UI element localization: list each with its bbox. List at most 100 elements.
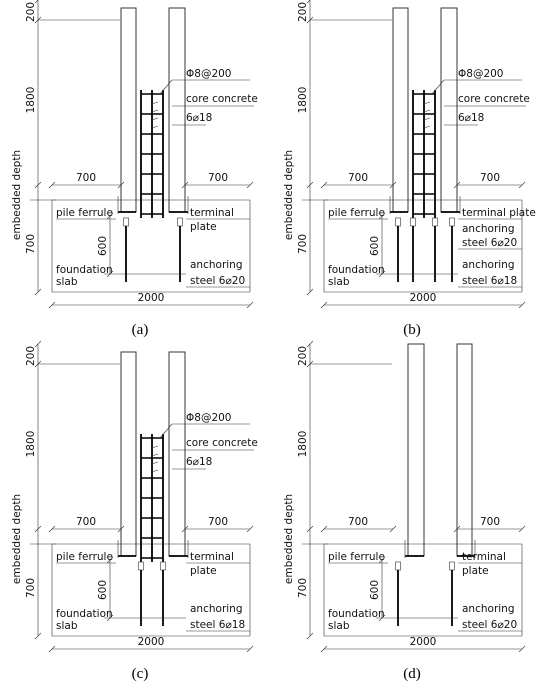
dimension-tick <box>181 181 189 189</box>
dimension-700-depth: 700 <box>25 234 37 254</box>
core-concrete-label: core concrete <box>186 437 258 449</box>
terminal-label: terminal <box>190 551 234 563</box>
dimension-tick <box>389 181 397 189</box>
dimension-tick <box>48 525 56 533</box>
pile-ferrule-label: pile ferrule <box>328 207 385 219</box>
dimension-tick <box>34 340 42 348</box>
anchoring-label-2a: anchoring <box>462 259 515 271</box>
dimension-2000: 2000 <box>410 292 437 304</box>
terminal-label: terminal <box>462 551 506 563</box>
dimension-1800: 1800 <box>25 431 37 458</box>
dimension-tick <box>518 645 526 653</box>
pile-wall-left <box>120 7 137 213</box>
stirrup-label: Φ8@200 <box>186 412 232 424</box>
dimension-tick <box>48 645 56 653</box>
tie-hook <box>151 117 159 121</box>
dimension-600: 600 <box>369 580 381 600</box>
pile-ferrule-label: pile ferrule <box>56 207 113 219</box>
dimension-700-right: 700 <box>208 516 228 528</box>
dimension-700-left: 700 <box>76 172 96 184</box>
foundation-label: foundation <box>328 264 385 276</box>
dimension-tick <box>378 556 386 564</box>
dimension-tick <box>246 181 254 189</box>
dimension-tick <box>306 288 314 296</box>
pile-wall-right <box>168 351 186 557</box>
dimension-1800: 1800 <box>25 87 37 114</box>
dimension-600: 600 <box>97 236 109 256</box>
tie-hook <box>151 469 159 473</box>
anchor-cap <box>177 217 183 227</box>
dimension-700-left: 700 <box>76 516 96 528</box>
dimension-tick <box>48 301 56 309</box>
tie-hook <box>423 125 431 129</box>
dimension-tick <box>246 645 254 653</box>
leader-stirrup-tip <box>159 79 173 95</box>
dimension-tick <box>320 525 328 533</box>
anchor-cap <box>395 217 401 227</box>
dimension-tick <box>320 181 328 189</box>
caption-c: (c) <box>132 666 149 682</box>
embedded-depth-label: embedded depth <box>283 494 295 584</box>
dimension-2000: 2000 <box>138 292 165 304</box>
pile-wall-left <box>407 343 425 557</box>
dimension-700-left: 700 <box>348 516 368 528</box>
anchoring-steel-label: steel 6⌀20 <box>190 275 245 287</box>
dimension-tick <box>34 181 42 189</box>
caption-d: (d) <box>403 666 421 682</box>
foundation-label: foundation <box>328 608 385 620</box>
dimension-700-depth: 700 <box>297 234 309 254</box>
dimension-tick <box>320 645 328 653</box>
longitudinal-bars-label: 6⌀18 <box>458 112 484 124</box>
anchoring-label: anchoring <box>190 259 243 271</box>
dimension-tick <box>48 181 56 189</box>
anchoring-label-1a: anchoring <box>462 223 515 235</box>
anchor-cap <box>138 561 144 571</box>
dimension-tick <box>117 181 125 189</box>
dimension-200: 200 <box>297 346 309 366</box>
dimension-2000: 2000 <box>410 636 437 648</box>
slab-label: slab <box>328 620 350 632</box>
terminal-label: terminal <box>190 207 234 219</box>
dimension-tick <box>34 0 39 4</box>
dimension-700-left: 700 <box>348 172 368 184</box>
longitudinal-bars-label: 6⌀18 <box>186 456 212 468</box>
slab-label: slab <box>328 276 350 288</box>
dimension-tick <box>34 525 42 533</box>
tie-hook <box>423 101 431 105</box>
dimension-tick <box>453 181 461 189</box>
slab-label: slab <box>56 276 78 288</box>
dimension-tick <box>389 525 397 533</box>
dimension-tick <box>306 181 314 189</box>
leader-stirrup-tip <box>431 79 445 95</box>
dimension-700-right: 700 <box>480 172 500 184</box>
slab-label: slab <box>56 620 78 632</box>
pile-wall-left <box>120 351 137 557</box>
pile-wall-left <box>392 7 409 213</box>
dimension-tick <box>106 212 114 220</box>
dimension-tick <box>453 525 461 533</box>
dimension-tick <box>306 340 314 348</box>
tie-hook <box>423 117 431 121</box>
embedded-depth-label: embedded depth <box>283 150 295 240</box>
dimension-tick <box>246 301 254 309</box>
pile-wall-right <box>440 7 458 213</box>
dimension-tick <box>518 301 526 309</box>
dimension-tick <box>246 525 254 533</box>
dimension-1800: 1800 <box>297 87 309 114</box>
core-concrete-label: core concrete <box>186 93 258 105</box>
terminal-plate-label: terminal plate <box>462 207 536 219</box>
pile-wall-right <box>168 7 186 213</box>
anchoring-label-2b: steel 6⌀18 <box>462 275 517 287</box>
plate-label: plate <box>462 565 489 577</box>
dimension-200: 200 <box>297 2 309 22</box>
dimension-tick <box>306 525 314 533</box>
dimension-700-depth: 700 <box>25 578 37 598</box>
dimension-700-right: 700 <box>208 172 228 184</box>
embedded-depth-label: embedded depth <box>11 494 23 584</box>
anchoring-label: anchoring <box>462 603 515 615</box>
pile-ferrule-label: pile ferrule <box>328 551 385 563</box>
dimension-200: 200 <box>25 2 37 22</box>
